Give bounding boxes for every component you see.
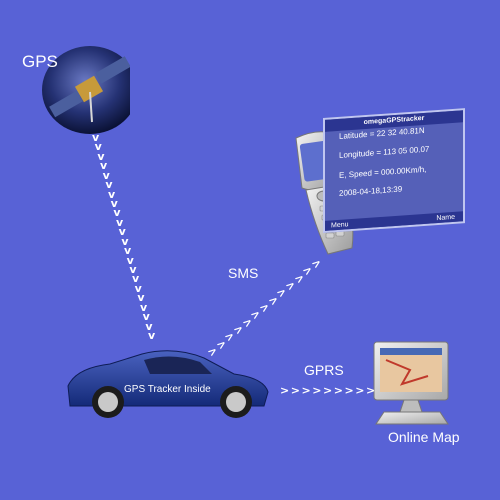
arrow-chevron: v [129, 263, 137, 276]
gps-label: GPS [22, 52, 58, 71]
softkey-name: Name [436, 213, 455, 223]
arrow-chevron: v [113, 206, 121, 220]
arrow-chevron: > [280, 384, 290, 397]
arrow-chevron: v [142, 310, 150, 324]
arrow-chevron: v [134, 281, 142, 295]
arrow-chevron: v [105, 178, 113, 192]
arrow-chevron: > [301, 384, 311, 397]
car-caption: GPS Tracker Inside [124, 384, 211, 395]
phone-screen-popup: omegaGPStracker Latitude = 22 32 40.81N … [323, 108, 465, 233]
arrow-chevron: v [121, 234, 129, 248]
arrow-chevron: v [145, 319, 153, 333]
arrow-chevron: v [97, 149, 105, 163]
arrow-chevron: v [116, 215, 124, 229]
arrow-chevron: > [312, 384, 322, 397]
online-map-label: Online Map [388, 429, 460, 445]
arrow-chevron: > [323, 384, 333, 397]
arrow-chevron: > [355, 384, 365, 397]
arrow-chevron: v [94, 140, 102, 154]
arrow-chevron: v [126, 253, 134, 267]
arrow-chevron: v [92, 131, 100, 144]
arrow-chevron: v [124, 244, 132, 258]
softkey-menu: Menu [331, 221, 349, 230]
arrow-chevron: > [290, 384, 300, 397]
arrow-chevron: v [140, 300, 148, 314]
car-icon [67, 350, 269, 418]
arrow-chevron: v [108, 187, 116, 201]
arrow-chevron: > [344, 384, 354, 397]
arrow-chevron: v [137, 291, 145, 305]
arrow-chevron: v [118, 225, 126, 239]
computer-monitor-icon [373, 341, 449, 425]
arrow-chevron: v [100, 159, 108, 173]
arrow-chevron: v [148, 329, 156, 342]
arrow-chevron: > [366, 384, 376, 397]
sms-label: SMS [228, 265, 259, 281]
gprs-label: GPRS [304, 362, 344, 378]
arrow-chevron: > [333, 384, 343, 397]
arrow-chevron: v [110, 197, 118, 210]
gps-satellite-icon [42, 46, 130, 134]
arrow-chevron: v [102, 168, 110, 182]
arrow-chevron: v [132, 272, 140, 286]
